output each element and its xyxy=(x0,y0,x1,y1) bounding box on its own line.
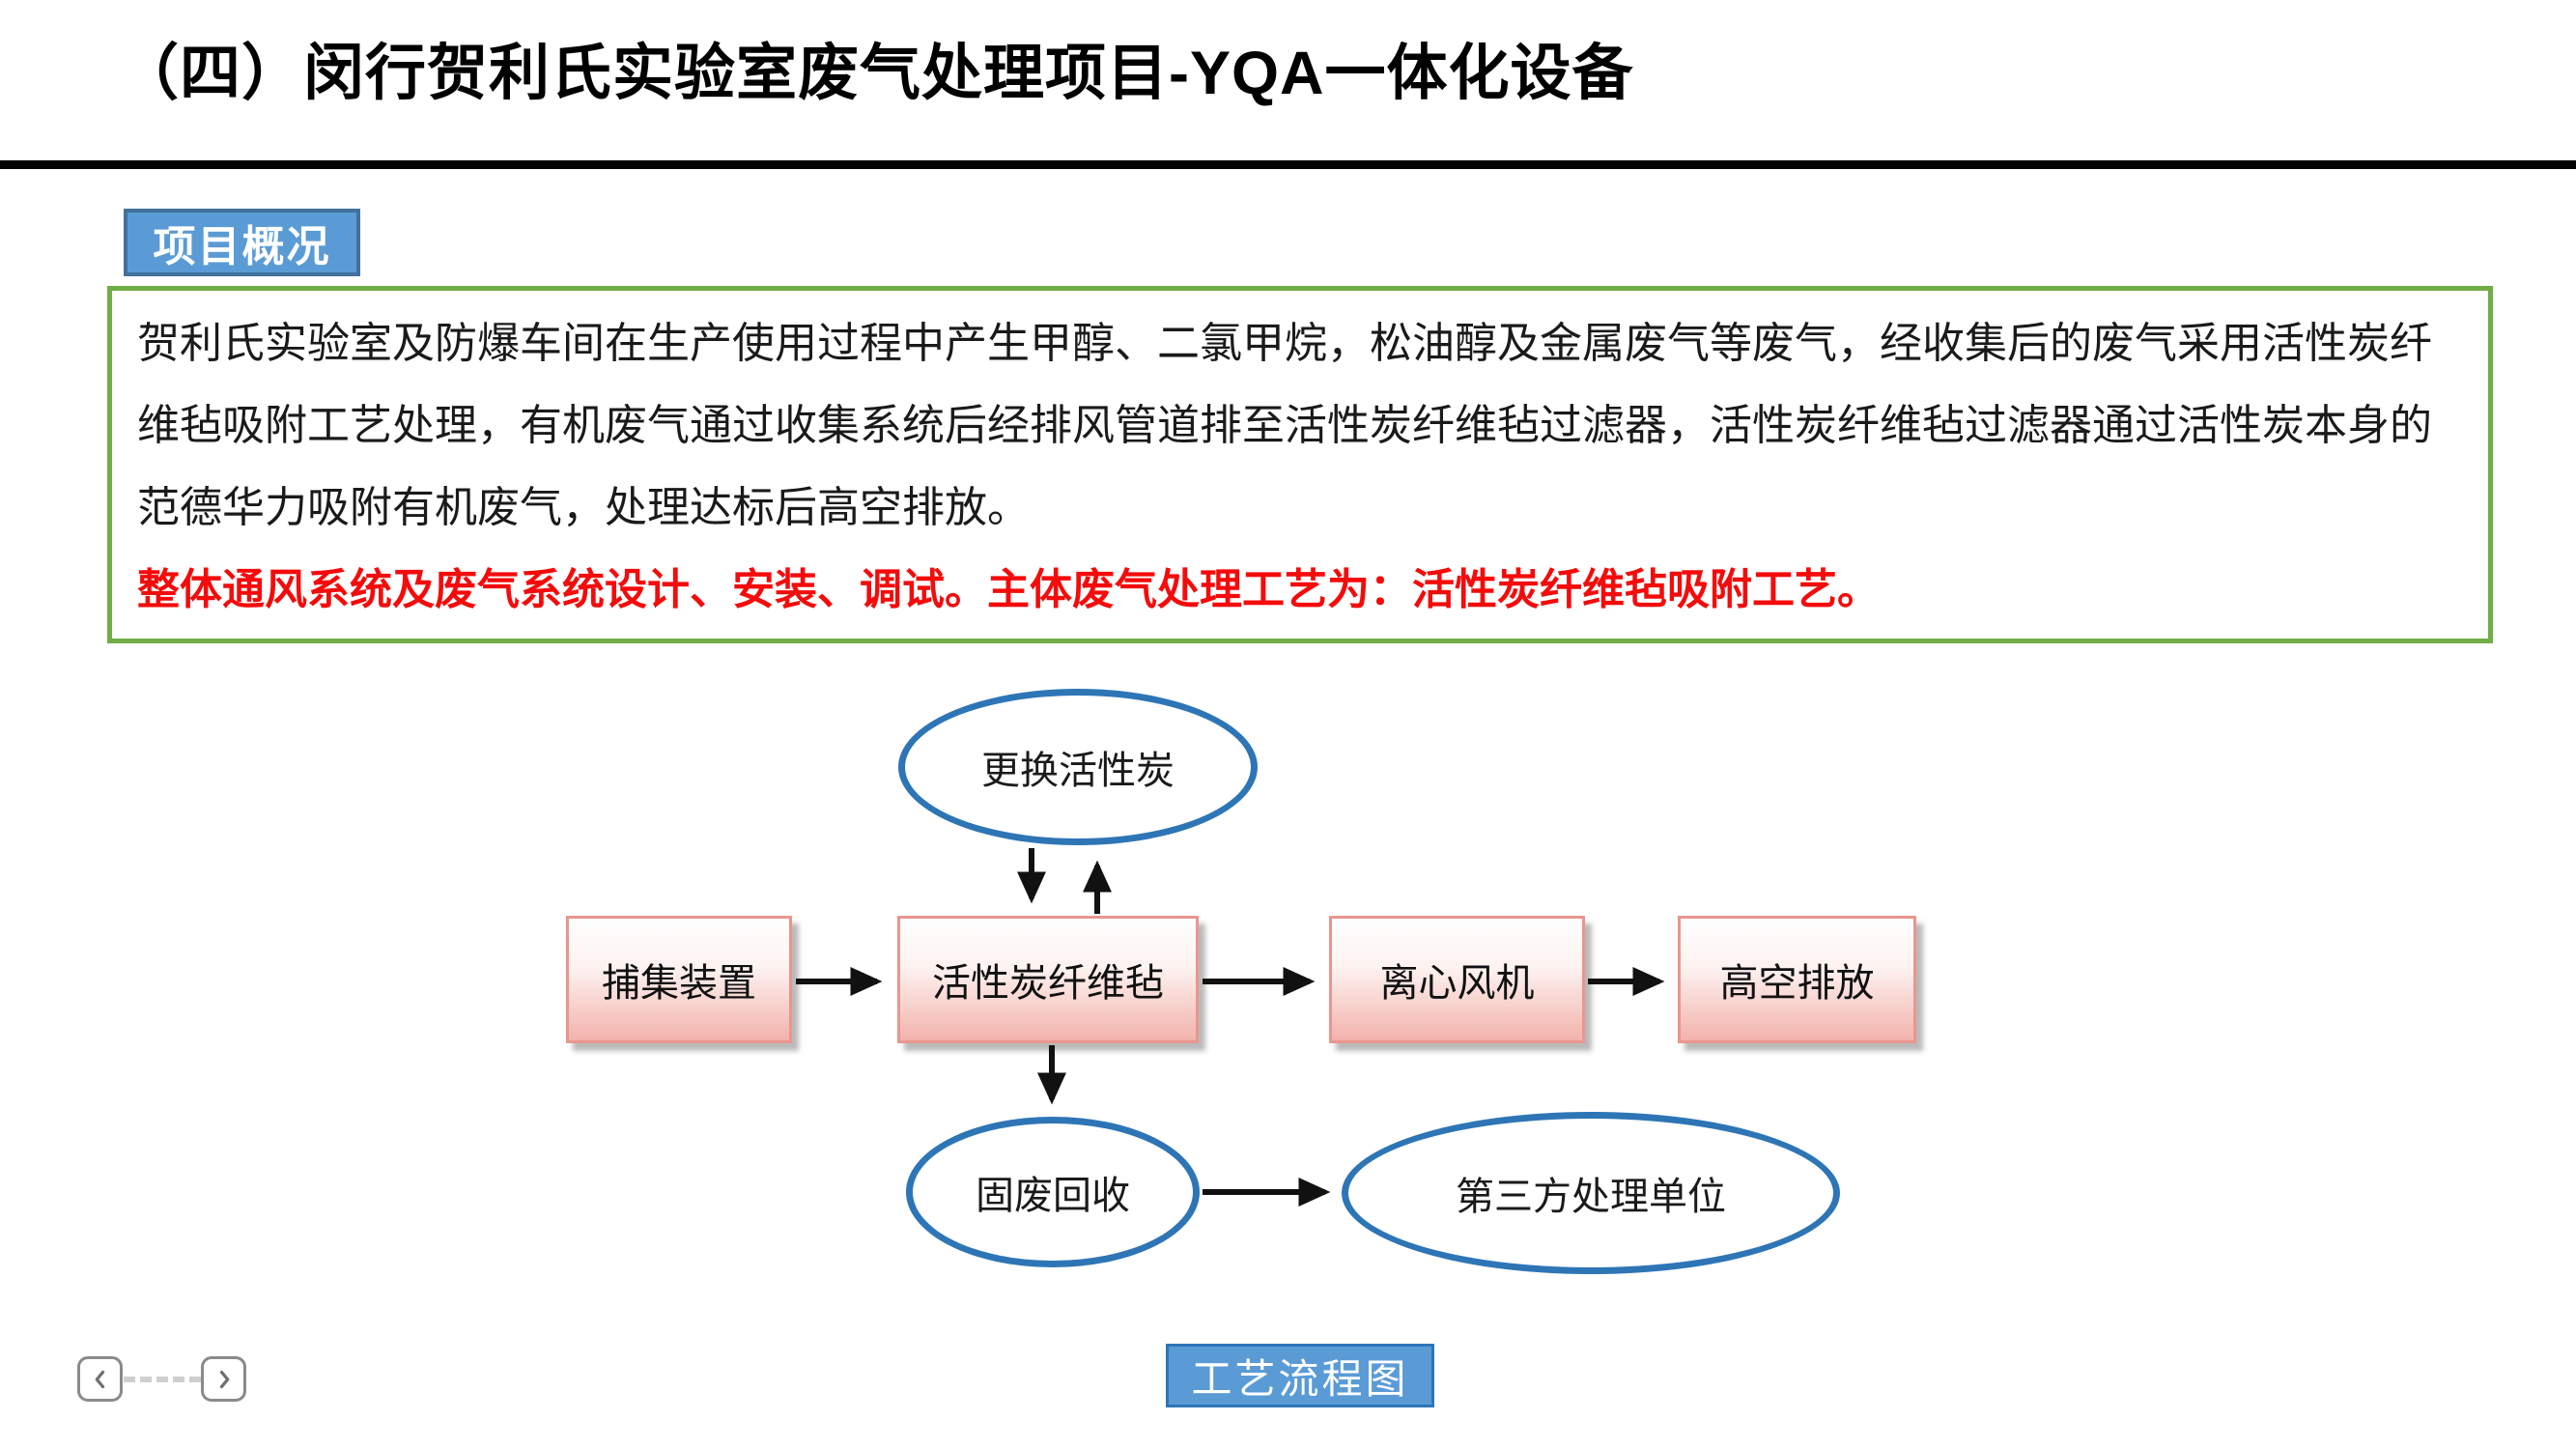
next-slide-button[interactable] xyxy=(201,1356,246,1402)
flow-node-high-altitude-discharge: 高空排放 xyxy=(1678,916,1916,1043)
flow-node-third-party-disposal: 第三方处理单位 xyxy=(1342,1112,1840,1274)
page-title: （四）闵行贺利氏实验室废气处理项目-YQA一体化设备 xyxy=(118,40,1634,107)
section-badge-project-overview: 项目概况 xyxy=(124,209,360,276)
flow-node-label: 离心风机 xyxy=(1379,962,1535,1005)
flow-node-replace-activated-carbon: 更换活性炭 xyxy=(898,689,1258,845)
flow-node-centrifugal-fan: 离心风机 xyxy=(1329,916,1585,1043)
title-divider xyxy=(0,160,2576,169)
flow-node-label: 高空排放 xyxy=(1719,962,1875,1005)
flow-node-label: 第三方处理单位 xyxy=(1456,1176,1726,1218)
project-overview-box: 贺利氏实验室及防爆车间在生产使用过程中产生甲醇、二氯甲烷，松油醇及金属废气等废气… xyxy=(107,286,2493,643)
flow-node-label: 更换活性炭 xyxy=(981,750,1175,792)
chevron-left-icon xyxy=(95,1370,104,1388)
process-flow-diagram-button[interactable]: 工艺流程图 xyxy=(1166,1344,1434,1407)
overview-paragraph: 贺利氏实验室及防爆车间在生产使用过程中产生甲醇、二氯甲烷，松油醇及金属废气等废气… xyxy=(137,320,2432,531)
flow-node-label: 活性炭纤维毡 xyxy=(932,962,1164,1005)
prev-slide-button[interactable] xyxy=(77,1356,123,1402)
flow-node-label: 捕集装置 xyxy=(602,962,756,1005)
flow-node-activated-carbon-fiber-felt: 活性炭纤维毡 xyxy=(897,916,1199,1043)
flow-node-solid-waste-recovery: 固废回收 xyxy=(906,1117,1200,1267)
flow-node-label: 固废回收 xyxy=(976,1175,1130,1217)
pager-dashed-connector xyxy=(124,1377,201,1382)
chevron-right-icon xyxy=(219,1370,229,1388)
flow-node-capture-device: 捕集装置 xyxy=(566,916,792,1043)
overview-highlight: 整体通风系统及废气系统设计、安装、调试。主体废气处理工艺为：活性炭纤维毡吸附工艺… xyxy=(137,566,1880,613)
